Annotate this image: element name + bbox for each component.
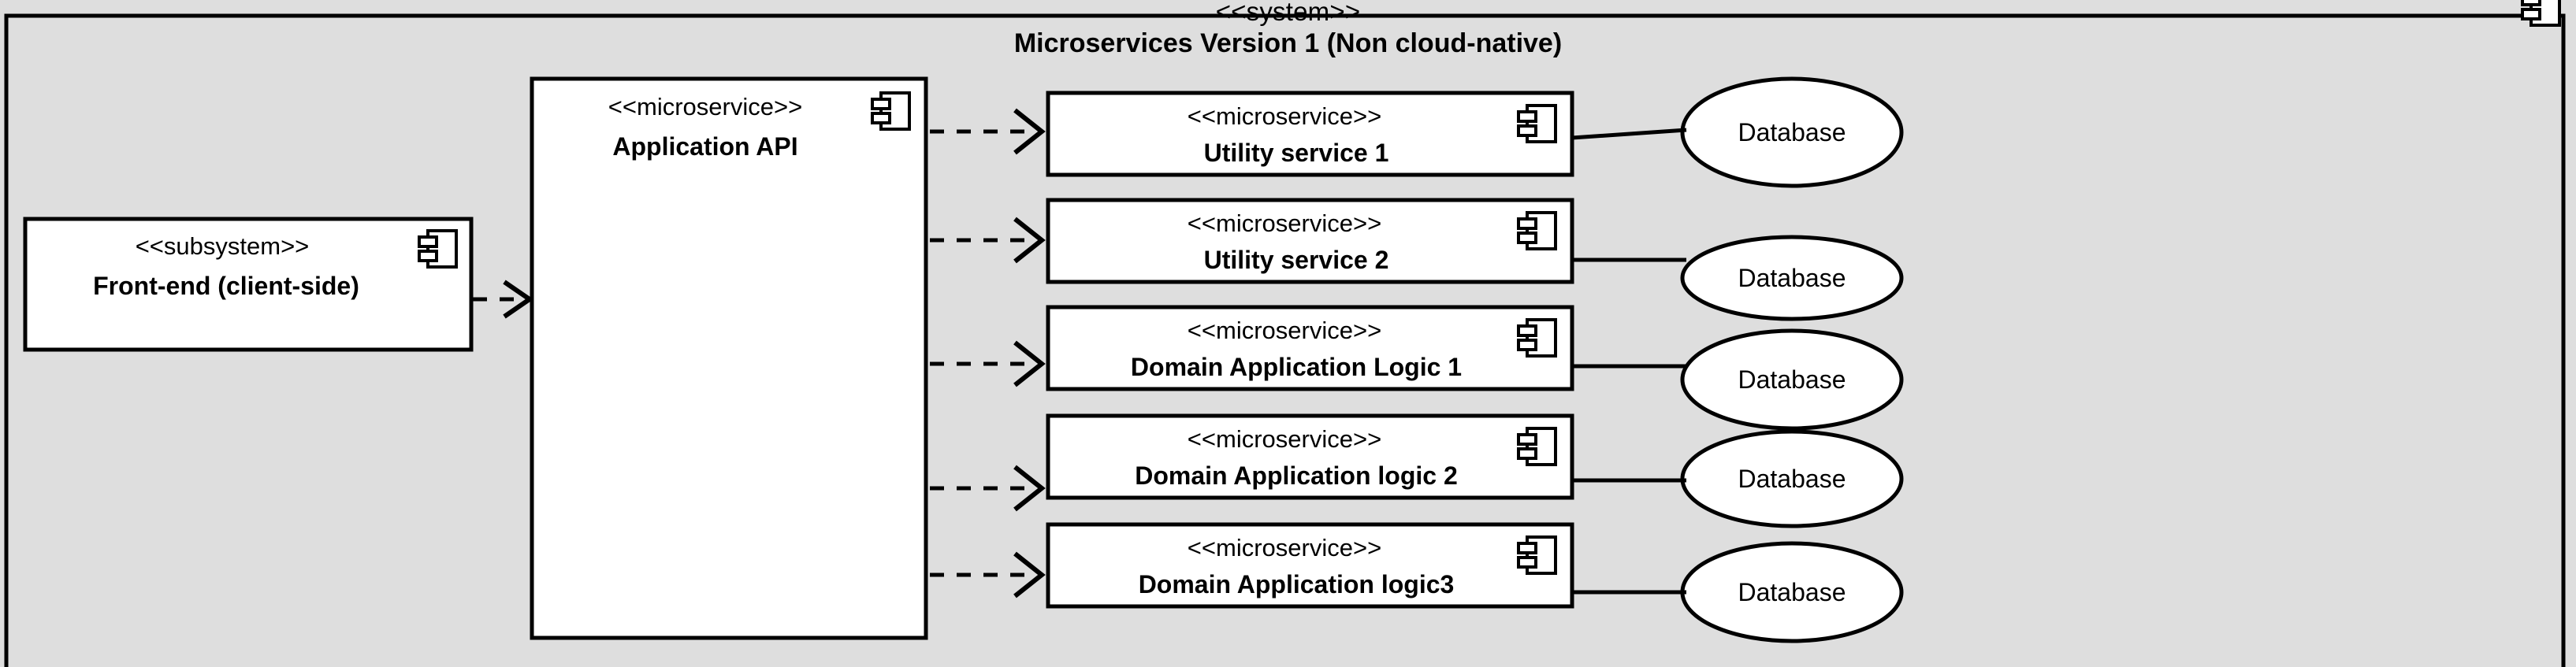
- service-component-shape-3[interactable]: [1046, 413, 1574, 500]
- frontend-component-shape[interactable]: [23, 217, 474, 352]
- dependency-arrow-api-service-4: [930, 551, 1046, 598]
- api-component-shape[interactable]: [530, 76, 928, 640]
- service-stereotype-label-4: <<microservice>>: [1187, 534, 1382, 561]
- dependency-arrow-api-service-1: [930, 217, 1046, 264]
- dependency-arrow-api-service-0: [930, 108, 1046, 155]
- service-stereotype-label-0: <<microservice>>: [1187, 102, 1382, 130]
- system-frame: [4, 13, 2566, 667]
- service-component-shape-4[interactable]: [1046, 522, 1574, 609]
- database-label-3: Database: [1738, 465, 1846, 493]
- service-name-label-4: Domain Application logic3: [1138, 570, 1455, 598]
- service-component-shape-1[interactable]: [1046, 198, 1574, 284]
- database-shape-2[interactable]: [1680, 328, 1904, 431]
- database-label-1: Database: [1738, 264, 1846, 292]
- dependency-arrow-api-service-2: [930, 340, 1046, 387]
- service-name-label-3: Domain Application logic 2: [1135, 461, 1458, 490]
- database-label-2: Database: [1738, 365, 1846, 394]
- dependency-arrow-api-service-3: [930, 465, 1046, 512]
- service-component-shape-2[interactable]: [1046, 305, 1574, 391]
- system-name-label: Microservices Version 1 (Non cloud-nativ…: [1013, 28, 1563, 58]
- association-line-0: [1571, 128, 1687, 140]
- service-name-label-1: Utility service 2: [1203, 246, 1389, 274]
- dependency-arrow-frontend-api: [473, 280, 534, 319]
- database-shape-0[interactable]: [1680, 76, 1904, 188]
- service-component-shape-0[interactable]: [1046, 91, 1574, 177]
- frontend-stereotype-label: <<subsystem>>: [135, 232, 310, 260]
- service-name-label-2: Domain Application Logic 1: [1130, 353, 1463, 381]
- database-label-0: Database: [1738, 118, 1846, 146]
- system-stereotype-label: <<system>>: [1215, 0, 1361, 26]
- service-stereotype-label-1: <<microservice>>: [1187, 209, 1382, 237]
- service-name-label-0: Utility service 1: [1203, 139, 1389, 167]
- database-shape-1[interactable]: [1680, 235, 1904, 321]
- api-stereotype-label: <<microservice>>: [608, 93, 803, 120]
- service-stereotype-label-3: <<microservice>>: [1187, 425, 1382, 453]
- api-name-label: Application API: [612, 132, 798, 161]
- service-stereotype-label-2: <<microservice>>: [1187, 317, 1382, 344]
- database-label-4: Database: [1738, 578, 1846, 606]
- frontend-name-label: Front-end (client-side): [93, 272, 359, 300]
